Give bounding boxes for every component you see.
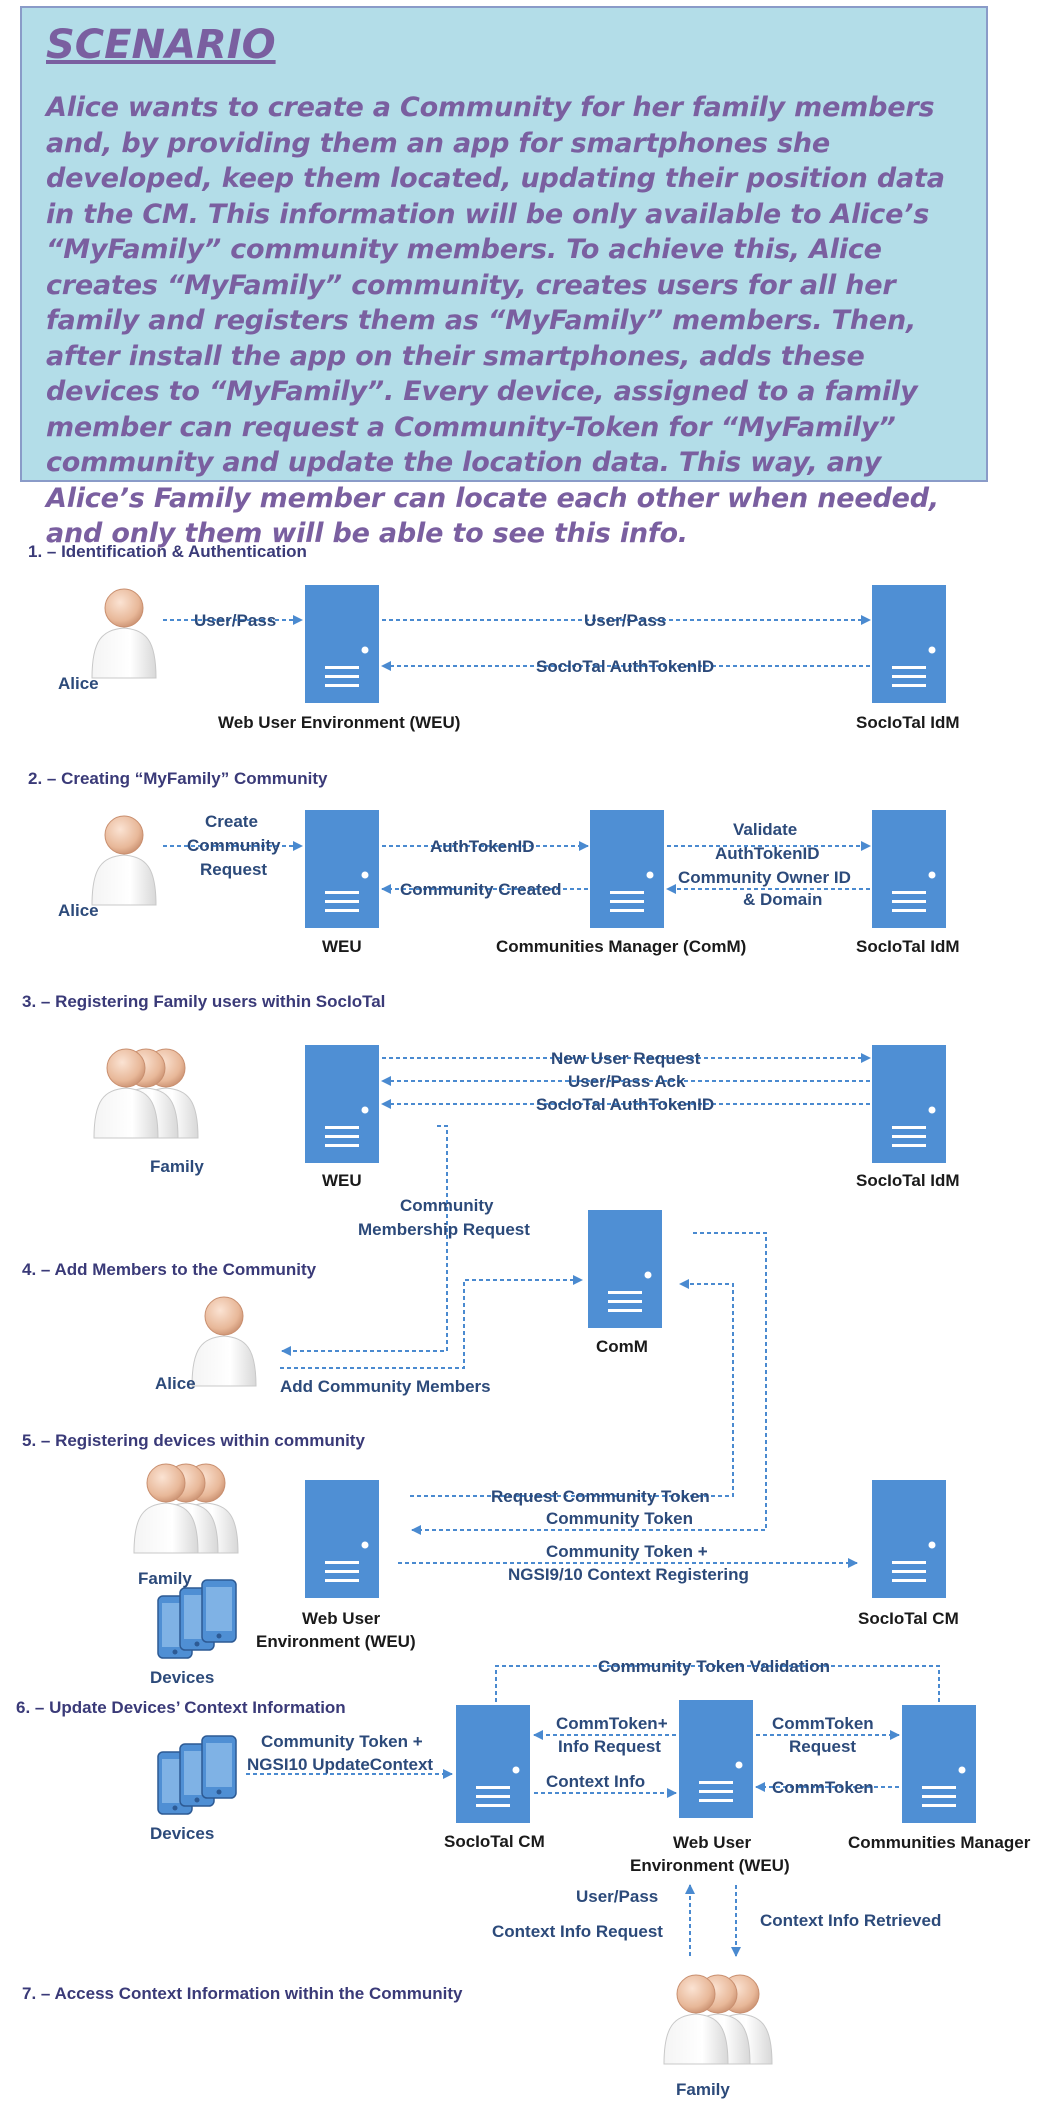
msg-label: Community xyxy=(187,836,281,855)
actor-alice-label: Alice xyxy=(155,1374,196,1393)
idm-server-icon xyxy=(872,585,946,703)
arrow xyxy=(410,1279,734,1497)
actor-alice-label: Alice xyxy=(58,901,99,920)
msg-label: CommToken+ xyxy=(556,1714,668,1733)
msg-label: User/Pass Ack xyxy=(568,1072,686,1091)
msg-label: Request xyxy=(200,860,267,879)
msg-label: Community Token Validation xyxy=(598,1657,830,1676)
weu-label-line1: Web User xyxy=(302,1609,380,1628)
weu-label-line1: Web User xyxy=(673,1833,751,1852)
alice-person-icon xyxy=(91,815,157,906)
msg-label: New User Request xyxy=(551,1049,701,1068)
step-2-title: 2. – Creating “MyFamily” Community xyxy=(28,769,328,788)
communities-manager-server-icon xyxy=(902,1705,976,1823)
msg-label: AuthTokenID xyxy=(715,844,820,863)
step-7-title: 7. – Access Context Information within t… xyxy=(22,1984,463,2003)
weu-label: WEU xyxy=(322,937,362,956)
msg-label: Context Info xyxy=(546,1772,645,1791)
comm-label: ComM xyxy=(596,1337,648,1356)
msg-label: SocIoTal AuthTokenID xyxy=(536,657,714,676)
idm-server-icon xyxy=(872,1045,946,1163)
devices-phone-icon xyxy=(157,1735,237,1815)
idm-server-icon xyxy=(872,810,946,928)
msg-label: Community Owner ID xyxy=(678,868,851,887)
msg-label: Info Request xyxy=(558,1737,661,1756)
cm-label: SocIoTal CM xyxy=(444,1832,545,1851)
idm-label: SocIoTal IdM xyxy=(856,1171,960,1190)
comm-server-icon xyxy=(590,810,664,928)
family-people-icon xyxy=(133,1463,239,1554)
msg-label: NGSI9/10 Context Registering xyxy=(508,1565,749,1584)
weu-label: Web User Environment (WEU) xyxy=(218,713,460,732)
msg-label: Request xyxy=(789,1737,856,1756)
alice-person-icon xyxy=(191,1296,257,1387)
msg-label: Community Token + xyxy=(546,1542,708,1561)
actor-alice-label: Alice xyxy=(58,674,99,693)
step-3-title: 3. – Registering Family users within Soc… xyxy=(22,992,385,1011)
scenario-box: SCENARIO Alice wants to create a Communi… xyxy=(20,6,988,549)
weu-label-line2: Environment (WEU) xyxy=(256,1632,416,1651)
actor-devices-label: Devices xyxy=(150,1824,214,1843)
step-6-title: 6. – Update Devices’ Context Information xyxy=(16,1698,346,1717)
actor-family-label: Family xyxy=(676,2080,730,2099)
step-5-title: 5. – Registering devices within communit… xyxy=(22,1431,365,1450)
devices-phone-icon xyxy=(157,1579,237,1659)
weu-label: WEU xyxy=(322,1171,362,1190)
arrow xyxy=(280,1275,583,1369)
actor-family-label: Family xyxy=(138,1569,192,1588)
arrow xyxy=(281,1125,448,1356)
comm-server-icon xyxy=(588,1210,662,1328)
msg-label: CommToken xyxy=(772,1778,874,1797)
step-1-title: 1. – Identification & Authentication xyxy=(28,542,307,561)
msg-label: Community Token xyxy=(546,1509,693,1528)
communities-manager-label: Communities Manager xyxy=(848,1833,1031,1852)
msg-label: Community Token + xyxy=(261,1732,423,1751)
actor-devices-label: Devices xyxy=(150,1668,214,1687)
alice-person-icon xyxy=(91,588,157,679)
msg-label: CommToken xyxy=(772,1714,874,1733)
msg-label: Add Community Members xyxy=(280,1377,491,1396)
actor-family-label: Family xyxy=(150,1157,204,1176)
msg-label: Validate xyxy=(733,820,797,839)
msg-label: Request Community Token xyxy=(491,1487,710,1506)
msg-label: SocIoTal AuthTokenID xyxy=(536,1095,714,1114)
weu-server-icon xyxy=(305,1045,379,1163)
msg-label: User/Pass xyxy=(194,611,276,630)
msg-label: Community Created xyxy=(400,880,562,899)
weu-server-icon xyxy=(305,810,379,928)
idm-label: SocIoTal IdM xyxy=(856,937,960,956)
weu-server-icon xyxy=(305,585,379,703)
msg-label: Create xyxy=(205,812,258,831)
arrow xyxy=(495,1665,940,1702)
scenario-title: SCENARIO xyxy=(46,22,276,68)
msg-label: & Domain xyxy=(743,890,822,909)
msg-label: User/Pass xyxy=(584,611,666,630)
weu-server-icon xyxy=(679,1700,753,1818)
idm-label: SocIoTal IdM xyxy=(856,713,960,732)
cm-label: SocIoTal CM xyxy=(858,1609,959,1628)
msg-label: Context Info Request xyxy=(492,1922,663,1941)
weu-server-icon xyxy=(305,1480,379,1598)
scenario-text: Alice wants to create a Community for he… xyxy=(46,92,945,549)
msg-label: User/Pass xyxy=(576,1887,658,1906)
msg-label: Context Info Retrieved xyxy=(760,1911,941,1930)
msg-label: AuthTokenID xyxy=(430,837,535,856)
msg-label: NGSI10 UpdateContext xyxy=(247,1755,433,1774)
arrow xyxy=(411,1232,767,1535)
step-4-title: 4. – Add Members to the Community xyxy=(22,1260,317,1279)
weu-label-line2: Environment (WEU) xyxy=(630,1856,790,1875)
comm-label: Communities Manager (ComM) xyxy=(496,937,746,956)
family-people-icon xyxy=(93,1048,199,1139)
msg-label: Community xyxy=(400,1196,494,1215)
cm-server-icon xyxy=(456,1705,530,1823)
cm-server-icon xyxy=(872,1480,946,1598)
family-people-icon xyxy=(663,1974,773,2065)
msg-label: Membership Request xyxy=(358,1220,530,1239)
